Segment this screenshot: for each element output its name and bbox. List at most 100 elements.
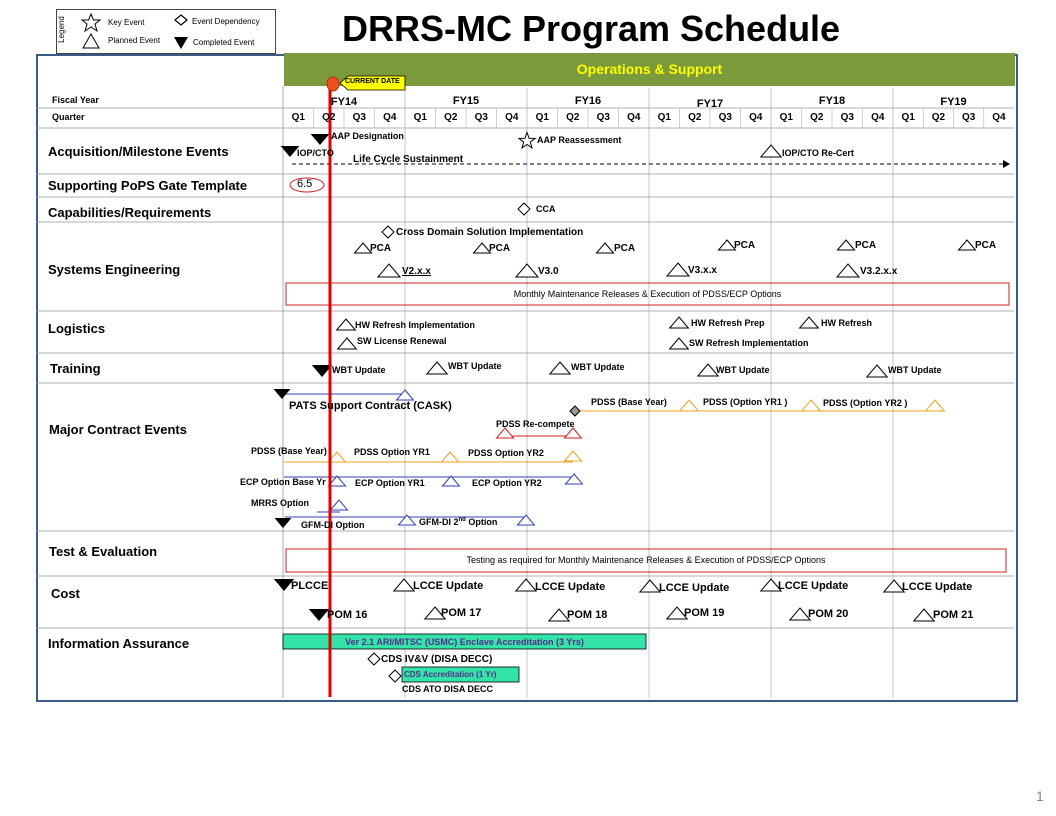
quarter-label-2: Q2 (322, 112, 336, 123)
quarter-label-8: Q4 (505, 112, 519, 123)
lcce-label-5: LCCE Update (902, 581, 973, 593)
quarter-label-10: Q2 (566, 112, 580, 123)
cds-ivv-label: CDS IV&V (DISA DECC) (381, 654, 493, 665)
legend-symbols (80, 12, 188, 49)
cds-impl-label: Cross Domain Solution Implementation (396, 227, 584, 238)
lcce-label-2: LCCE Update (535, 581, 606, 593)
hw-refresh-label: HW Refresh (821, 318, 873, 328)
legend-planned-event: Planned Event (108, 36, 161, 45)
fiscal-year-fy19: FY19 (940, 96, 967, 108)
quarter-label-24: Q4 (992, 112, 1006, 123)
quarter-label-13: Q1 (657, 112, 671, 123)
lcce-label-3: LCCE Update (659, 582, 730, 594)
cds-ato-label: CDS ATO DISA DECC (402, 684, 494, 694)
page-number: 1 (1036, 788, 1044, 804)
quarter-label-5: Q1 (413, 112, 427, 123)
pom21-label: POM 21 (933, 609, 974, 621)
quarter-label-18: Q2 (810, 112, 824, 123)
quarter-label-11: Q3 (596, 112, 610, 123)
quarter-label-22: Q2 (931, 112, 946, 123)
life-cycle-label: Life Cycle Sustainment (353, 154, 464, 165)
gfm-di-label: GFM-DI Option (301, 520, 365, 530)
fiscal-year-fy18: FY18 (818, 95, 846, 107)
quarter-label: Quarter (52, 112, 85, 122)
pom20-label: POM 20 (808, 608, 849, 620)
pdss-base2-label: PDSS (Base Year) (251, 446, 327, 456)
ecp-yr2-label: ECP Option YR2 (472, 478, 542, 488)
diamond-icon (174, 14, 188, 26)
row-label-cost: Cost (51, 586, 80, 601)
quarter-label-20: Q4 (871, 112, 885, 123)
pdss-recompete-label: PDSS Re-compete (496, 419, 575, 429)
plcce-label: PLCCE (291, 580, 329, 592)
row-label-logistics: Logistics (48, 321, 106, 336)
iop-cto-label: IOP/CTO (297, 148, 334, 158)
quarter-label-4: Q4 (383, 112, 397, 123)
v3-label: V3.0 (538, 266, 559, 277)
star-icon (80, 12, 102, 33)
pom16-label: POM 16 (327, 609, 368, 621)
row-label-pops: Supporting PoPS Gate Template (48, 178, 248, 193)
monthly-maintenance-label: Monthly Maintenance Releases & Execution… (513, 289, 782, 299)
iop-recert-label: IOP/CTO Re-Cert (782, 148, 854, 158)
v3xx-label: V3.x.x (688, 265, 717, 276)
row-label-training: Training (50, 361, 101, 376)
quarter-label-21: Q1 (901, 112, 915, 123)
hw-refresh-prep-label: HW Refresh Prep (691, 318, 765, 328)
sw-refresh-impl-label: SW Refresh Implementation (689, 338, 809, 348)
pca-label-6: PCA (975, 240, 997, 251)
fiscal-year-fy16: FY16 (574, 95, 602, 107)
pdss-base-year-label: PDSS (Base Year) (591, 397, 667, 407)
fiscal-year-label: Fiscal Year (52, 95, 99, 105)
fiscal-year-fy17: FY17 (696, 98, 724, 110)
current-date-label: CURRENT DATE (345, 78, 400, 85)
quarter-label-19: Q3 (840, 112, 854, 123)
pdss-option-yr2-label: PDSS Option YR2 (468, 448, 544, 458)
quarter-label-17: Q1 (779, 112, 793, 123)
quarter-label-16: Q4 (749, 112, 763, 123)
wbt-label-3: WBT Update (571, 362, 625, 372)
quarter-label-6: Q2 (444, 112, 458, 123)
quarter-label-9: Q1 (535, 112, 549, 123)
legend: Legend Key Event Planned Event Event Dep… (56, 9, 276, 54)
row-label-acquisition: Acquisition/Milestone Events (48, 144, 229, 159)
row-label-capabilities: Capabilities/Requirements (48, 205, 212, 220)
cca-label: CCA (536, 204, 556, 214)
aap-reassessment-label: AAP Reassessment (537, 135, 622, 145)
aap-designation-label: AAP Designation (331, 131, 404, 141)
mrrs-label: MRRS Option (251, 498, 309, 508)
quarter-label-15: Q3 (718, 112, 732, 123)
v2-label: V2.x.x (402, 266, 431, 277)
row-label-ia: Information Assurance (48, 636, 190, 651)
quarter-label-23: Q3 (961, 112, 976, 123)
wbt-label-5: WBT Update (888, 365, 942, 375)
row-label-contracts: Major Contract Events (49, 422, 187, 437)
page-title: DRRS-MC Program Schedule (342, 8, 841, 49)
banner (284, 53, 1015, 86)
hw-refresh-impl-label: HW Refresh Implementation (355, 320, 476, 330)
filled-triangle-icon (174, 37, 188, 49)
pats-label: PATS Support Contract (CASK) (289, 400, 452, 412)
pom18-label: POM 18 (567, 609, 608, 621)
row-label-test-eval: Test & Evaluation (49, 544, 158, 559)
pom19-label: POM 19 (684, 607, 725, 619)
pca-label-1: PCA (370, 243, 392, 254)
legend-completed-event: Completed Event (193, 38, 255, 47)
wbt-label-2: WBT Update (448, 361, 502, 371)
v32-label: V3.2.x.x (860, 266, 898, 277)
legend-event-dependency: Event Dependency (192, 17, 260, 26)
pca-label-3: PCA (614, 243, 636, 254)
lcce-label-1: LCCE Update (413, 580, 484, 592)
quarter-label-7: Q3 (474, 112, 488, 123)
fiscal-year-fy15: FY15 (452, 95, 480, 107)
pom17-label: POM 17 (441, 607, 482, 619)
wbt-label-4: WBT Update (716, 365, 770, 375)
wbt-label-1: WBT Update (332, 365, 386, 375)
testing-label: Testing as required for Monthly Maintena… (466, 555, 826, 565)
ecp-base-label: ECP Option Base Yr (240, 477, 326, 487)
ecp-yr1-label: ECP Option YR1 (355, 478, 425, 488)
pca-label-2: PCA (489, 243, 511, 254)
gfm-di-2-label: GFM-DI 2nd Option (419, 517, 498, 527)
quarter-label-3: Q3 (352, 112, 366, 123)
pops-gate-label: 6.5 (297, 178, 313, 190)
